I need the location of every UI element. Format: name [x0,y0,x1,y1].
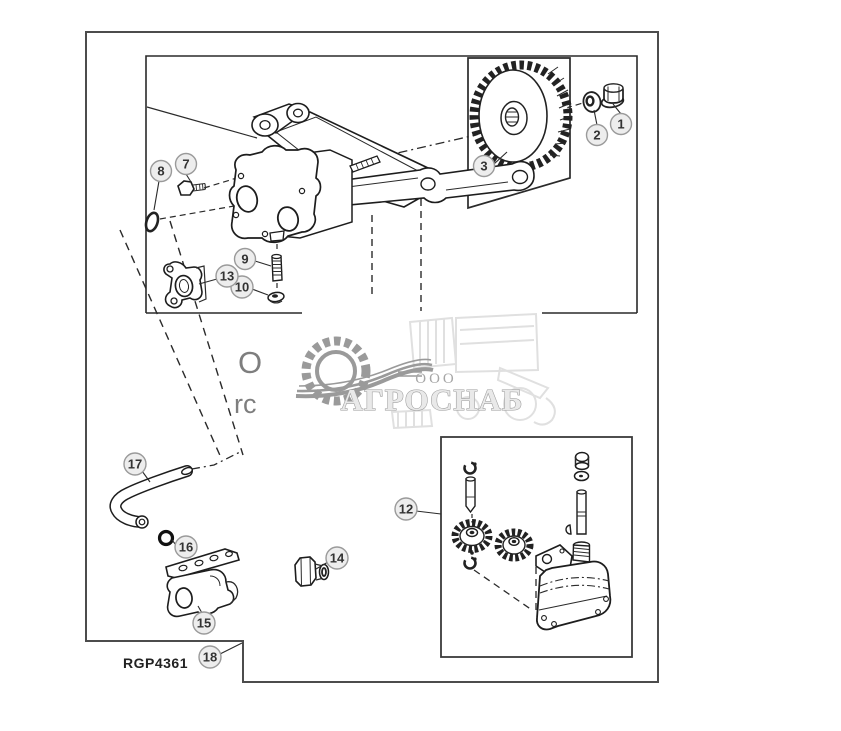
callout-14: 14 [325,546,349,570]
kit-pin [565,524,572,535]
washer [582,91,602,113]
bracket-15 [165,548,240,618]
kit-pump-body [535,541,612,631]
svg-text:8: 8 [157,164,164,179]
nut [600,83,625,109]
callout-8: 8 [149,159,173,183]
svg-text:14: 14 [330,551,345,566]
kit-washer [573,470,590,482]
watermark-rule-lines [398,371,422,377]
watermark-fragment-bottom: rc [234,389,257,419]
svg-text:10: 10 [235,280,249,295]
callout-13: 13 [215,264,239,288]
kit-gear-left [451,519,493,553]
kit-panel [440,436,633,658]
svg-text:16: 16 [179,540,193,555]
pump-panel [145,55,638,314]
svg-text:15: 15 [197,616,211,631]
kit-gear-right [494,528,534,562]
drawing-code: RGP4361 [123,655,188,671]
snap-ring-top [463,461,477,475]
callout-12: 12 [394,497,418,521]
snap-ring-bottom [463,556,477,570]
watermark-company-name: АГРОСНАБ [341,382,524,417]
seat-10 [267,291,285,304]
o-ring-8 [144,211,160,233]
callout-3: 3 [472,154,496,178]
kit-contents [451,451,612,631]
callout-16: 16 [174,535,198,559]
outer-border [85,31,659,683]
svg-text:2: 2 [593,128,600,143]
fitting-14 [294,556,330,587]
callout-1: 1 [609,112,633,136]
watermark-company-prefix: ООО [415,371,457,387]
callout-2: 2 [585,123,609,147]
watermark-gear-logo [295,336,434,406]
watermark-fragment-top: O [238,345,262,380]
callout-17: 17 [123,452,147,476]
svg-text:13: 13 [220,269,234,284]
adapter-13 [163,261,207,309]
o-ring-16 [157,529,175,547]
callout-7: 7 [174,152,198,176]
kit-shaft [465,476,476,514]
kit-cap [574,451,590,471]
svg-text:7: 7 [182,157,189,172]
callout-9: 9 [233,247,257,271]
svg-text:18: 18 [203,650,217,665]
svg-text:17: 17 [128,457,142,472]
callout-15: 15 [192,611,216,635]
drive-gear [469,60,573,172]
svg-text:1: 1 [617,117,624,132]
svg-text:3: 3 [480,159,487,174]
hose [109,465,193,529]
svg-text:9: 9 [241,252,248,267]
bolt [177,180,207,196]
svg-text:12: 12 [399,502,413,517]
watermark-tractor-icon [390,312,556,430]
callouts: 1 2 3 7 8 9 10 12 13 14 15 16 17 18 [123,112,633,669]
kit-valve-piston [576,489,587,535]
gear-panel [467,57,571,210]
callout-18: 18 [198,645,222,669]
watermark: ООО АГРОСНАБ O rc [234,312,556,430]
pin-9 [271,253,283,282]
